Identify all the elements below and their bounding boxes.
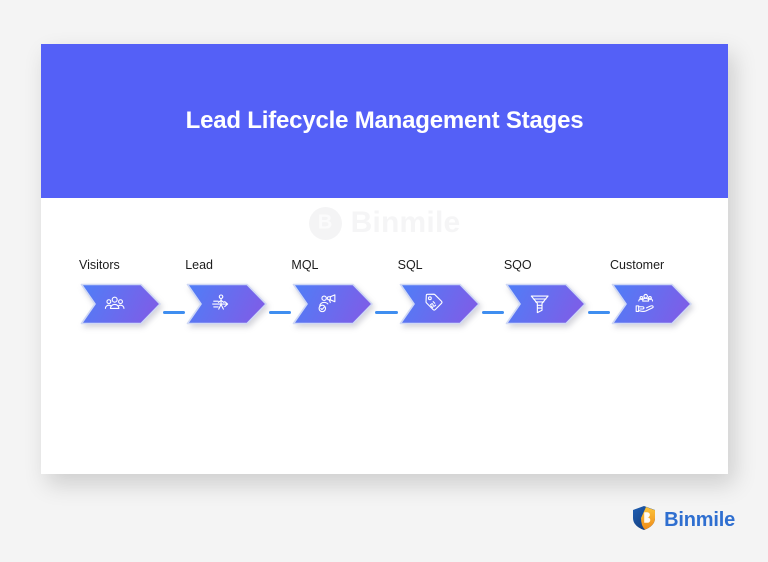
stage-label: MQL <box>291 258 319 272</box>
stage-label: Customer <box>610 258 665 272</box>
binmile-logo-icon <box>631 505 657 536</box>
person-megaphone-check-icon[interactable] <box>291 282 375 326</box>
people-group-icon[interactable] <box>79 282 163 326</box>
stage-label: Visitors <box>79 258 120 272</box>
stage-connector <box>481 290 504 334</box>
stage-connector <box>375 290 398 334</box>
stage-customer[interactable]: Customer <box>610 258 694 326</box>
page-title: Lead Lifecycle Management Stages <box>185 107 584 134</box>
stage-sqo[interactable]: SQO <box>504 258 588 326</box>
funnel-icon[interactable] <box>504 282 588 326</box>
stage-label: Lead <box>185 258 214 272</box>
stage-lead[interactable]: Lead <box>185 258 269 326</box>
card-header: Lead Lifecycle Management Stages <box>41 44 728 198</box>
stage-visitors[interactable]: Visitors <box>79 258 163 326</box>
hand-holding-people-icon[interactable] <box>610 282 694 326</box>
stage-connector <box>163 290 186 334</box>
stage-label: SQO <box>503 258 532 272</box>
stage-label: SQL <box>397 258 423 272</box>
watermark: Binmile <box>41 206 728 240</box>
stage-mql[interactable]: MQL <box>291 258 375 326</box>
person-arrow-icon[interactable] <box>185 282 269 326</box>
sale-tag-icon[interactable] <box>398 282 482 326</box>
watermark-label: Binmile <box>350 206 461 239</box>
infographic-card: Lead Lifecycle Management Stages Binmile… <box>41 44 728 474</box>
watermark-logo-icon <box>308 206 342 240</box>
binmile-logo-text: Binmile <box>664 509 735 531</box>
stage-flow: Visitors Lead <box>79 258 694 334</box>
card-body: Binmile Visitors Lead <box>41 198 728 474</box>
stage-connector <box>587 290 611 334</box>
footer-logo: Binmile <box>631 505 735 536</box>
stage-sql[interactable]: SQL <box>398 258 482 326</box>
stage-connector <box>269 290 292 334</box>
